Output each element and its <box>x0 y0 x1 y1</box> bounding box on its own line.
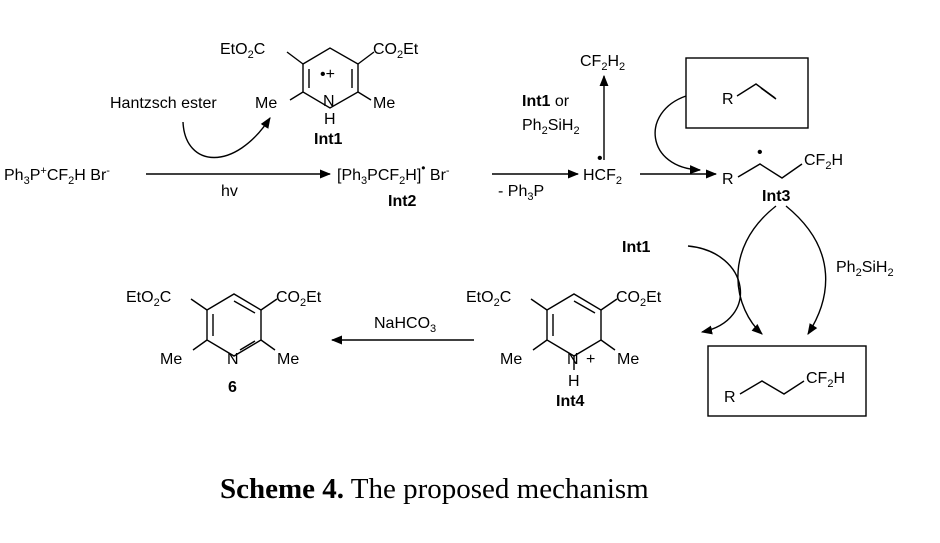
product-box <box>707 345 867 417</box>
cf2h-radical: HCF2 <box>583 167 622 187</box>
product-r: R <box>724 389 736 406</box>
svg-text:•: • <box>757 144 763 161</box>
curved-arrow-alkene <box>654 95 702 175</box>
svg-text:CO2Et: CO2Et <box>276 289 322 309</box>
alkene-bond <box>736 83 776 99</box>
compound-6-structure: EtO2C CO2Et Me Me N <box>126 289 322 368</box>
compound-6-label: 6 <box>228 379 237 396</box>
int2-formula: [Ph3PCF2H]• Br- <box>337 161 450 187</box>
curved-arrow-hantzsch <box>182 117 271 158</box>
svg-text:CO2Et: CO2Et <box>616 289 662 309</box>
svg-text:Me: Me <box>255 95 277 112</box>
svg-text:EtO2C: EtO2C <box>466 289 511 309</box>
alkene-box <box>685 57 809 129</box>
int1-structure: EtO2C CO2Et Me Me N H •+ <box>220 41 419 128</box>
svg-text:N: N <box>227 351 239 368</box>
product-cf2h: CF2H <box>806 370 845 390</box>
curved-arrow-int3-right <box>785 205 827 335</box>
int1-or-label: Int1 or <box>522 93 570 110</box>
svg-text:+: + <box>586 351 595 368</box>
product-chain <box>739 380 805 395</box>
svg-text:EtO2C: EtO2C <box>220 41 265 61</box>
curved-arrow-int1 <box>687 245 742 335</box>
svg-text:Me: Me <box>500 351 522 368</box>
scheme-caption: Scheme 4. The proposed mechanism <box>220 473 649 505</box>
curved-arrow-int3-left <box>737 205 777 335</box>
phosphonium-salt: Ph3P+CF2H Br- <box>4 165 110 187</box>
ph2sih2-label-right: Ph2SiH2 <box>836 259 894 279</box>
svg-text:Me: Me <box>277 351 299 368</box>
svg-text:Me: Me <box>617 351 639 368</box>
hantzsch-ester-label: Hantzsch ester <box>110 95 217 112</box>
int3-structure: R • CF2H <box>722 144 843 188</box>
svg-text:CF2H: CF2H <box>804 152 843 172</box>
nahco3-label: NaHCO3 <box>374 315 436 335</box>
svg-text:N: N <box>567 351 579 368</box>
svg-text:H: H <box>568 373 580 390</box>
svg-text:CO2Et: CO2Et <box>373 41 419 61</box>
hv-label: hv <box>221 183 238 200</box>
int3-label: Int3 <box>762 188 791 205</box>
int4-label: Int4 <box>556 393 585 410</box>
alkene-r: R <box>722 91 734 108</box>
svg-text:Me: Me <box>160 351 182 368</box>
svg-text:N: N <box>323 93 335 110</box>
ph2sih2-label-top: Ph2SiH2 <box>522 117 580 137</box>
svg-text:Me: Me <box>373 95 395 112</box>
int1-label: Int1 <box>314 131 343 148</box>
cf2h2-product: CF2H2 <box>580 53 625 73</box>
int4-structure: EtO2C CO2Et Me Me N + H <box>466 289 662 390</box>
minus-ph3p-label: - Ph3P <box>498 183 544 203</box>
int1-reagent-label: Int1 <box>622 239 651 256</box>
radical-dot: • <box>597 150 603 167</box>
svg-text:•+: •+ <box>320 66 335 83</box>
svg-text:R: R <box>722 171 734 188</box>
svg-text:H: H <box>324 111 336 128</box>
int2-label: Int2 <box>388 193 417 210</box>
svg-text:EtO2C: EtO2C <box>126 289 171 309</box>
